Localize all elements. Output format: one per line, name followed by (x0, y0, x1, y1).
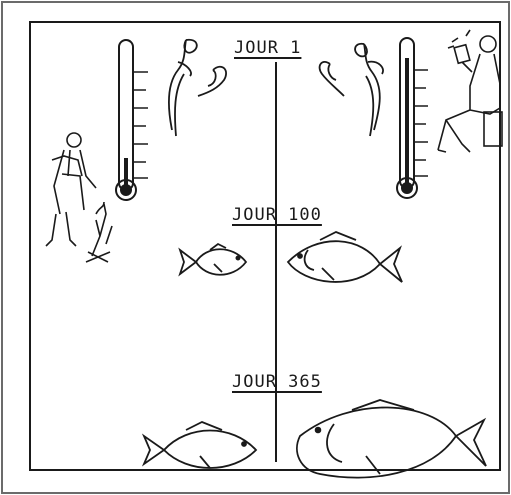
inner-border (30, 22, 500, 470)
person-fanning-icon (438, 30, 502, 152)
day-100-label: JOUR 100 (232, 205, 322, 225)
fish-icon (180, 244, 246, 275)
day-1-label: JOUR 1 (234, 38, 301, 58)
day-365-label: JOUR 365 (232, 372, 322, 392)
seedling-icon (320, 44, 383, 136)
thermometer-low-icon (116, 40, 148, 200)
fish-icon (288, 232, 402, 282)
fish-icon (144, 422, 256, 468)
person-at-fire-icon (46, 133, 112, 262)
seedling-icon (169, 40, 226, 136)
thermometer-high-icon (397, 38, 428, 198)
fish-icon (297, 400, 486, 478)
